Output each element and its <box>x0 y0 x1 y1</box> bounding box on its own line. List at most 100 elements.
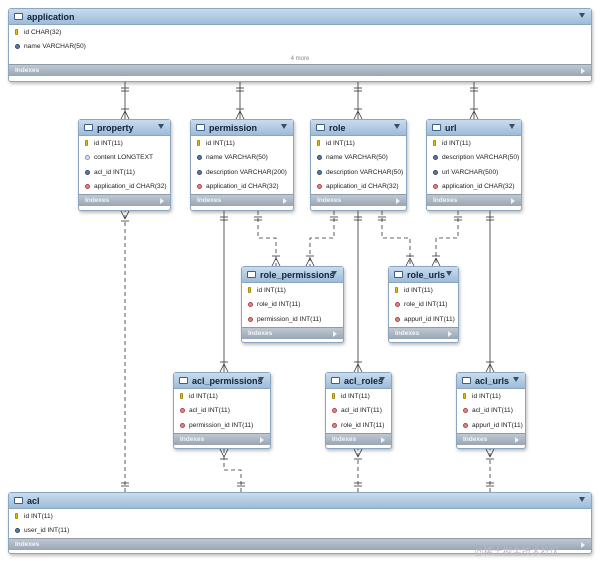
expand-arrow-icon[interactable] <box>333 330 337 337</box>
table-header[interactable]: role_urls <box>389 267 458 283</box>
table-header[interactable]: acl_permissions <box>174 373 270 389</box>
collapse-arrow-icon[interactable] <box>379 377 385 382</box>
expand-arrow-icon[interactable] <box>160 198 164 204</box>
indexes-footer[interactable]: Indexes <box>326 432 391 445</box>
collapse-arrow-icon[interactable] <box>513 377 519 382</box>
column-row: id INT(11) <box>427 136 521 151</box>
more-columns-label[interactable]: 4 more <box>290 56 310 62</box>
table-header[interactable]: property <box>79 120 170 136</box>
expand-arrow-icon[interactable] <box>581 542 585 548</box>
indexes-footer[interactable]: Indexes <box>9 64 591 76</box>
table-permission[interactable]: permission id INT(11) name VARCHAR(50) d… <box>190 119 294 211</box>
table-icon <box>394 271 403 278</box>
table-header[interactable]: url <box>427 120 521 136</box>
table-header[interactable]: acl_urls <box>457 373 525 389</box>
indexes-footer[interactable]: Indexes <box>191 194 293 206</box>
relationship-application-permission <box>235 82 245 120</box>
table-acl-urls[interactable]: acl_urls id INT(11) acl_id INT(11) appur… <box>456 372 526 449</box>
column-label: application_id CHAR(32) <box>206 183 279 191</box>
column-icon <box>394 286 401 294</box>
column-row: role_id INT(11) <box>326 418 391 433</box>
table-header[interactable]: role <box>311 120 406 136</box>
expand-arrow-icon[interactable] <box>448 330 452 337</box>
expand-arrow-icon[interactable] <box>381 436 385 443</box>
table-property[interactable]: property id INT(11) content LONGTEXT acl… <box>78 119 171 211</box>
table-header[interactable]: acl <box>9 493 591 509</box>
collapse-arrow-icon[interactable] <box>579 13 585 18</box>
crows-foot-mark <box>219 363 225 373</box>
table-header[interactable]: permission <box>191 120 293 136</box>
indexes-footer[interactable]: Indexes <box>389 326 458 339</box>
indexes-footer[interactable]: Indexes <box>457 432 525 445</box>
indexes-label: Indexes <box>248 329 273 337</box>
column-row: acl_id INT(11) <box>174 404 270 419</box>
collapse-arrow-icon[interactable] <box>158 124 164 129</box>
crows-foot-mark <box>124 210 130 220</box>
collapse-arrow-icon[interactable] <box>281 124 287 129</box>
column-icon <box>331 422 338 429</box>
column-row: acl_id INT(11) <box>457 404 525 419</box>
table-icon <box>316 124 325 131</box>
indexes-label: Indexes <box>15 541 40 548</box>
table-icon <box>14 13 23 20</box>
crows-foot-mark <box>305 257 311 267</box>
table-role[interactable]: role id INT(11) name VARCHAR(50) descrip… <box>310 119 407 211</box>
table-role-permissions[interactable]: role_permissions id INT(11) role_id INT(… <box>241 266 344 343</box>
indexes-footer[interactable]: Indexes <box>174 432 270 445</box>
not-null-column-icon <box>433 155 438 161</box>
expand-arrow-icon[interactable] <box>396 198 400 204</box>
table-title: role <box>329 122 346 133</box>
table-columns: id INT(11) name VARCHAR(50) description … <box>191 136 293 194</box>
table-header[interactable]: application <box>9 9 591 25</box>
relationship-role-role_permissions <box>305 211 338 267</box>
table-header[interactable]: role_permissions <box>242 267 343 283</box>
expand-arrow-icon[interactable] <box>511 198 515 204</box>
column-label: permission_id INT(11) <box>257 315 322 323</box>
column-icon <box>432 183 439 190</box>
table-icon <box>84 124 93 131</box>
table-acl-roles[interactable]: acl_roles id INT(11) acl_id INT(11) role… <box>325 372 392 449</box>
relationship-role-acl_roles <box>353 211 363 373</box>
table-icon <box>196 124 205 131</box>
column-row: description VARCHAR(50) <box>311 165 406 180</box>
expand-arrow-icon[interactable] <box>515 436 519 443</box>
expand-arrow-icon[interactable] <box>283 198 287 204</box>
collapse-arrow-icon[interactable] <box>331 271 337 276</box>
primary-key-icon <box>15 28 18 35</box>
table-columns: id INT(11) content LONGTEXT acl_id INT(1… <box>79 136 170 194</box>
column-row: id CHAR(32) <box>9 25 591 40</box>
expand-arrow-icon[interactable] <box>581 68 585 74</box>
relationship-acl-acl_roles <box>353 448 363 492</box>
column-row: id INT(11) <box>174 389 270 404</box>
indexes-footer[interactable]: Indexes <box>242 326 343 339</box>
table-role-urls[interactable]: role_urls id INT(11) role_id INT(11) app… <box>388 266 459 343</box>
collapse-arrow-icon[interactable] <box>446 271 452 276</box>
table-header[interactable]: acl_roles <box>326 373 391 389</box>
indexes-label: Indexes <box>180 435 205 443</box>
collapse-arrow-icon[interactable] <box>394 124 400 129</box>
indexes-footer[interactable]: Indexes <box>311 194 406 206</box>
crows-foot-mark <box>435 257 441 267</box>
collapse-arrow-icon[interactable] <box>258 377 264 382</box>
column-label: id INT(11) <box>189 392 218 400</box>
table-columns: id INT(11) role_id INT(11) permission_id… <box>242 283 343 327</box>
column-row: acl_id INT(11) <box>326 404 391 419</box>
primary-key-icon <box>395 286 398 293</box>
column-label: role_id INT(11) <box>341 421 385 429</box>
indexes-label: Indexes <box>317 197 342 204</box>
indexes-footer[interactable]: Indexes <box>9 538 591 550</box>
table-application[interactable]: application id CHAR(32) name VARCHAR(50)… <box>8 8 592 82</box>
collapse-arrow-icon[interactable] <box>509 124 515 129</box>
table-acl-permissions[interactable]: acl_permissions id INT(11) acl_id INT(11… <box>173 372 271 449</box>
column-label: id INT(11) <box>94 139 123 147</box>
table-acl[interactable]: acl id INT(11) user_id INT(11) Indexes <box>8 492 592 554</box>
collapse-arrow-icon[interactable] <box>579 497 585 502</box>
table-title: permission <box>209 122 258 133</box>
indexes-footer[interactable]: Indexes <box>79 194 170 206</box>
column-label: name VARCHAR(50) <box>206 154 268 162</box>
column-row: appurl_id INT(11) <box>389 312 458 327</box>
expand-arrow-icon[interactable] <box>260 436 264 443</box>
indexes-footer[interactable]: Indexes <box>427 194 521 206</box>
table-title: application <box>27 11 75 22</box>
table-url[interactable]: url id INT(11) description VARCHAR(50) u… <box>426 119 522 211</box>
